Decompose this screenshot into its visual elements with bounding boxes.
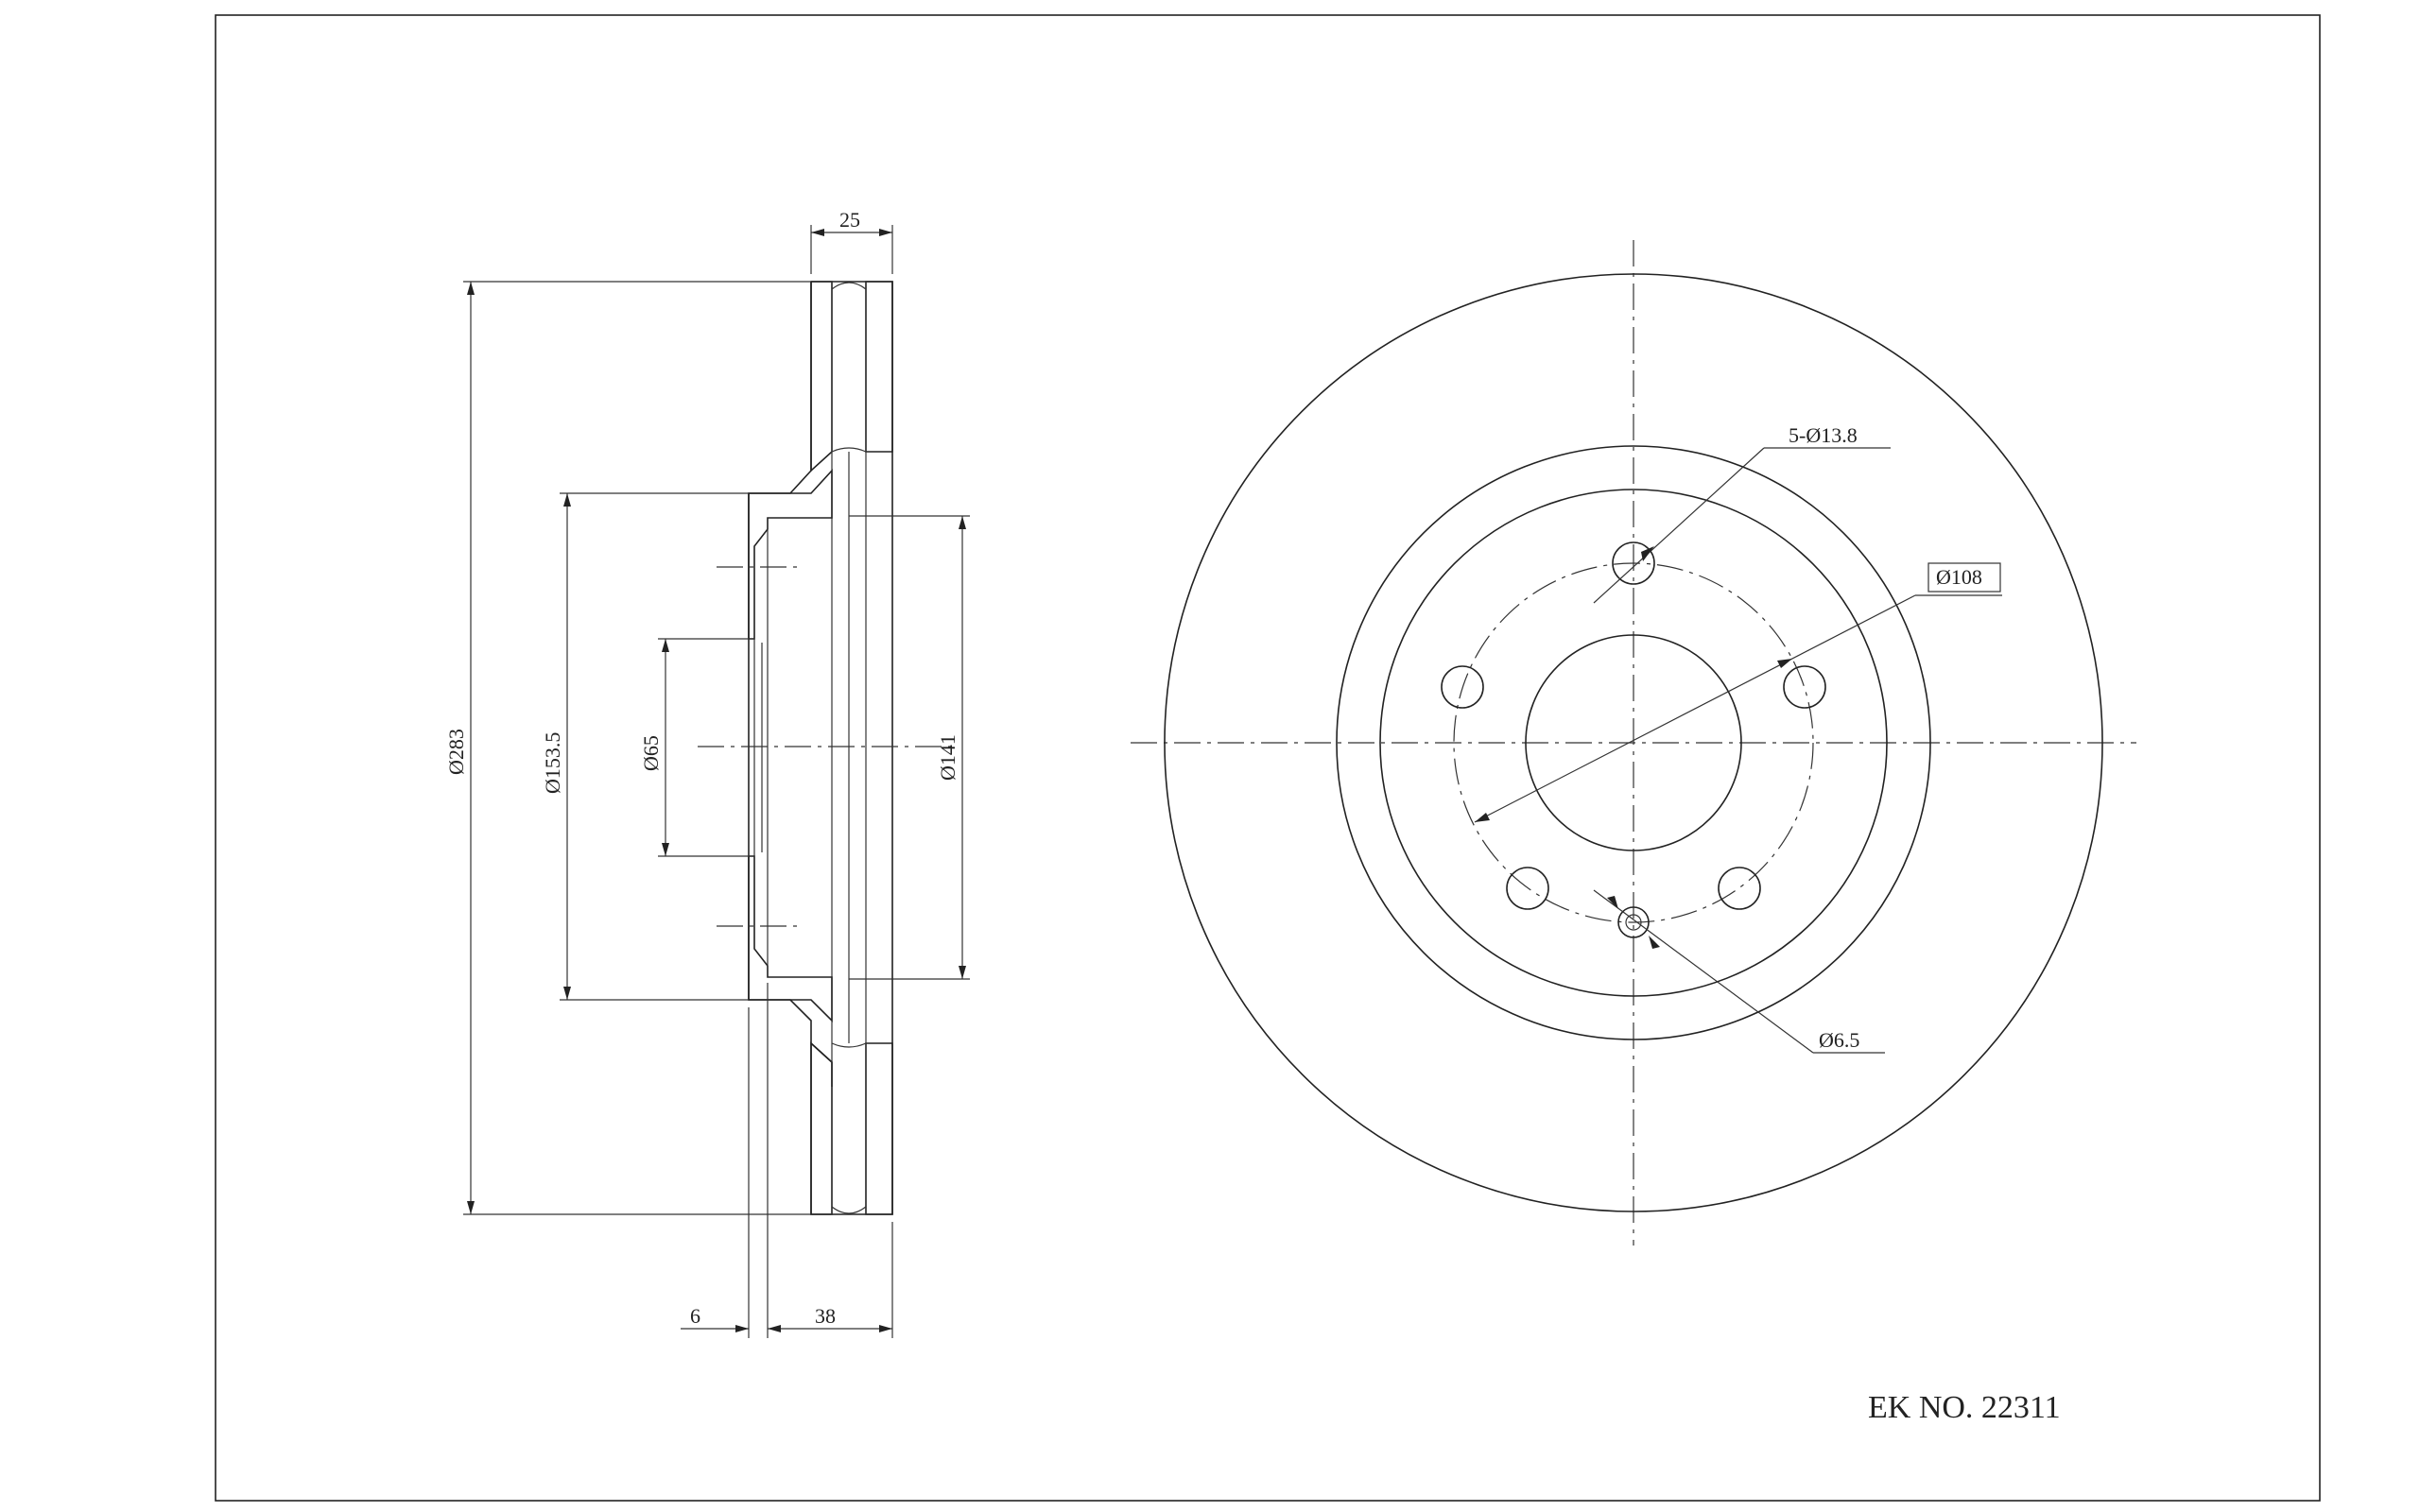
dim-disc-thickness: 25 [839,208,860,232]
section-hat-upper [748,468,833,640]
dim-outer-diameter: Ø283 [444,729,468,775]
bolt-circle-label-box [1927,562,2001,593]
hat-outer-circle [1379,489,1888,997]
dim-total-height: 38 [815,1304,836,1328]
pin-hole [1617,906,1650,938]
section-upper-outer-plate [810,281,833,472]
section-lower-outer-plate [810,1041,833,1215]
pin-hole-inner [1625,914,1642,931]
section-view [698,281,955,1215]
center-bore-circle [1525,634,1742,851]
section-lower-inner-plate [865,1042,893,1215]
drawing-frame [215,14,2321,1502]
dim-center-bore: Ø65 [639,735,663,771]
side-dimensions: 25 Ø283 Ø153.5 Ø65 Ø141 [444,208,970,1338]
dim-pin-hole: Ø6.5 [1819,1028,1859,1052]
bolt-hole [1441,665,1484,709]
bolt-hole [1612,541,1655,585]
dim-bolt-circle: Ø108 [1936,565,1982,589]
dim-hub-flange: 6 [690,1304,700,1328]
section-outline [748,281,893,1215]
section-upper-inner-plate [865,281,893,453]
bolt-circle [1453,562,1814,923]
front-dimensions: 5-Ø13.8 Ø108 Ø6.5 [1474,423,2002,1054]
bolt-hole [1718,867,1761,910]
outer-rim-circle [1164,273,2103,1212]
front-view [1131,240,2136,1246]
dim-hat-diameter: Ø153.5 [541,732,564,794]
dim-inner-diameter: Ø141 [936,734,959,781]
bolt-hole [1783,665,1826,709]
bolt-hole [1506,867,1549,910]
dim-bolt-holes: 5-Ø13.8 [1789,423,1858,447]
part-number: EK NO. 22311 [1868,1390,2061,1425]
section-hat-lower [748,855,833,1022]
friction-inner-circle [1336,445,1931,1040]
